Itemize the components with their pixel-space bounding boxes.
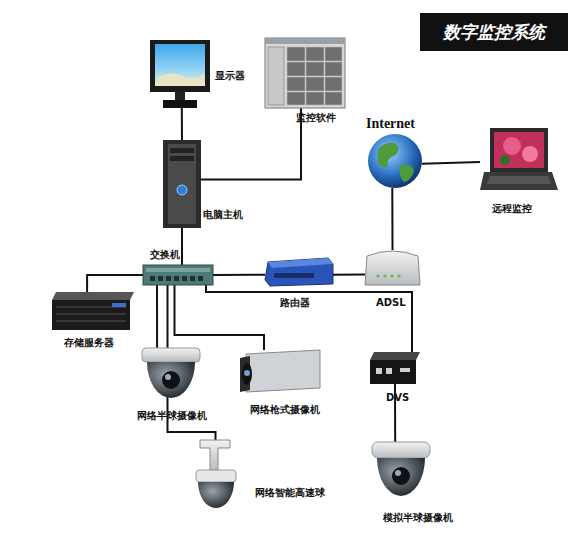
- device-label: 网络智能高速球: [255, 487, 325, 499]
- adsl-modem-icon: [365, 251, 420, 285]
- laptop-icon: [480, 128, 558, 190]
- bullet-camera-icon: [240, 350, 320, 392]
- router-icon: [265, 258, 333, 286]
- device-label: 存储服务器: [64, 337, 114, 349]
- network-cable: [156, 285, 158, 348]
- network-cable: [213, 274, 265, 276]
- device-label: 网络枪式摄像机: [250, 404, 320, 416]
- network-cable: [206, 285, 412, 352]
- internet-globe: [368, 134, 422, 188]
- switch-node: 交换机: [143, 265, 213, 285]
- remote-node: 远程监控: [480, 128, 558, 190]
- dvs-box-icon: [370, 352, 420, 384]
- dome-camera-icon: [142, 348, 200, 398]
- network-switch-icon: [143, 265, 213, 285]
- monitor-icon: [150, 40, 210, 108]
- network-cable: [175, 285, 265, 350]
- software-screenshot: [265, 38, 345, 108]
- dvs-node: DVS: [370, 352, 420, 384]
- device-label: 模拟半球摄像机: [383, 512, 453, 524]
- network-cable: [391, 188, 393, 250]
- storage-node: 存储服务器: [52, 292, 130, 330]
- adsl-node: ADSL: [365, 250, 420, 285]
- pc-node: 电脑主机: [163, 140, 201, 228]
- network-cable: [181, 228, 183, 265]
- camera-node: 模拟半球摄像机: [372, 442, 430, 497]
- device-label: 路由器: [280, 297, 310, 309]
- network-cable: [333, 274, 365, 276]
- device-label: DVS: [386, 392, 409, 404]
- title-banner: 数字监控系统: [420, 13, 568, 51]
- network-cable: [181, 108, 183, 140]
- monitor-node: 显示器: [150, 40, 210, 108]
- device-label: Internet: [366, 116, 415, 132]
- device-label: 监控软件: [296, 112, 336, 124]
- software-node: 监控软件: [265, 38, 345, 108]
- device-label: 交换机: [150, 249, 180, 261]
- device-label: 显示器: [215, 70, 245, 82]
- storage-server-icon: [52, 292, 134, 330]
- device-label: 远程监控: [492, 203, 532, 215]
- device-label: ADSL: [376, 297, 406, 309]
- analog-dome-camera-icon: [372, 442, 430, 496]
- device-label: 网络半球摄像机: [137, 410, 207, 422]
- network-cable: [201, 108, 301, 180]
- network-cable: [422, 162, 480, 164]
- camera-node: 网络半球摄像机: [142, 348, 200, 403]
- device-label: 电脑主机: [203, 209, 243, 221]
- pc-tower-icon: [163, 140, 201, 228]
- camera-node: 网络枪式摄像机: [240, 350, 320, 392]
- speed-dome-icon: [196, 440, 236, 508]
- internet-node: Internet: [368, 134, 422, 188]
- camera-node: 网络智能高速球: [188, 440, 243, 508]
- router-node: 路由器: [265, 258, 333, 286]
- network-cable: [87, 275, 143, 292]
